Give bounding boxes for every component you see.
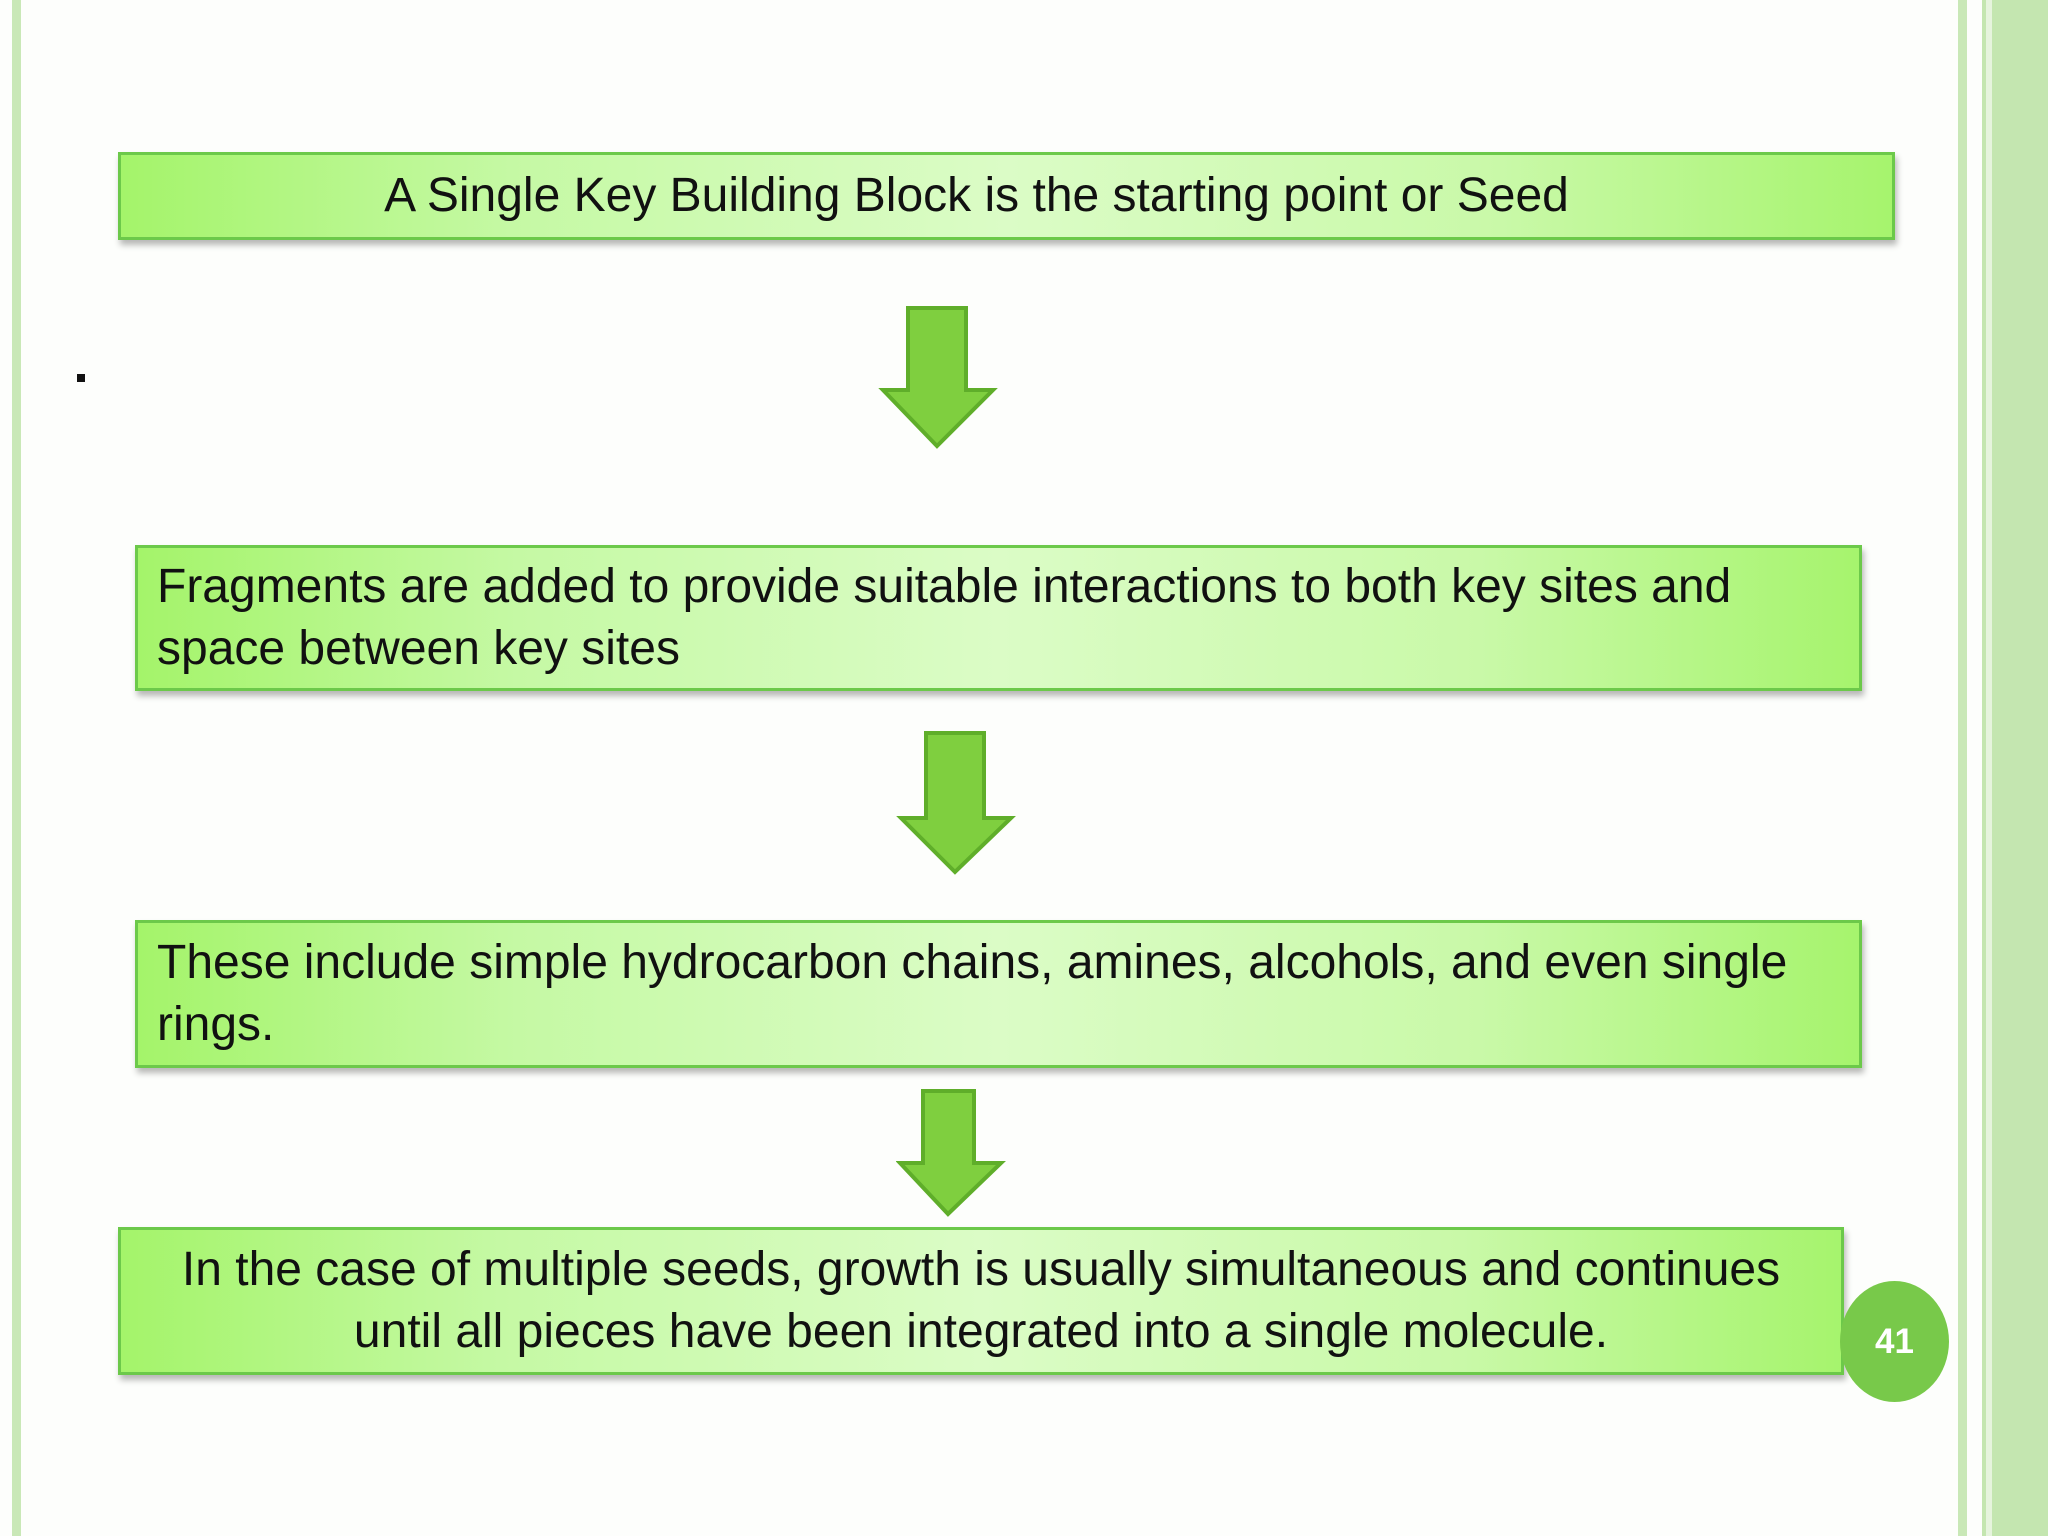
- flow-step-3: These include simple hydrocarbon chains,…: [135, 920, 1862, 1068]
- down-arrow-icon: [878, 306, 998, 449]
- slide-frame-left: [12, 0, 21, 1536]
- slide-frame-right-outer: [1982, 0, 2048, 1536]
- down-arrow-icon: [896, 1089, 1006, 1217]
- page-number-badge: 41: [1840, 1281, 1949, 1402]
- page-number: 41: [1875, 1321, 1914, 1361]
- flow-step-2: Fragments are added to provide suitable …: [135, 545, 1862, 691]
- stray-bullet: [77, 374, 85, 382]
- flow-step-2-text: Fragments are added to provide suitable …: [157, 560, 1732, 675]
- flow-step-3-text: These include simple hydrocarbon chains,…: [157, 936, 1788, 1051]
- flow-step-1-text: A Single Key Building Block is the start…: [384, 169, 1569, 222]
- flow-step-1: A Single Key Building Block is the start…: [118, 152, 1895, 240]
- flow-step-4-text: In the case of multiple seeds, growth is…: [181, 1243, 1781, 1358]
- down-arrow-icon: [896, 731, 1016, 875]
- flow-step-4: In the case of multiple seeds, growth is…: [118, 1227, 1844, 1375]
- slide-frame-right-inner: [1958, 0, 1967, 1536]
